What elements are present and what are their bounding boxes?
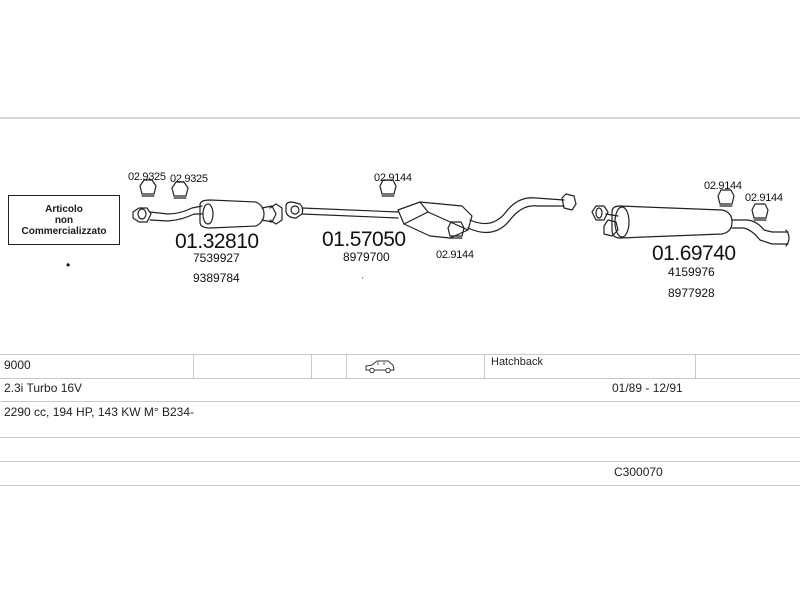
vehicle-engine: 2.3i Turbo 16V <box>4 381 83 395</box>
front-clamp-1-label: 02.9325 <box>128 171 166 183</box>
rear-silencer-code: 01.69740 <box>652 242 736 265</box>
car-icon <box>365 360 395 374</box>
front-pipe-ref-2: 9389784 <box>193 271 240 285</box>
table-col-divider <box>193 355 194 378</box>
vehicle-code: C300070 <box>614 465 663 479</box>
vehicle-period: 01/89 - 12/91 <box>612 381 683 395</box>
middle-silencer-drawing <box>285 179 577 239</box>
table-row-border <box>0 437 800 438</box>
table-row-border <box>0 461 800 462</box>
table-row-border <box>0 378 800 379</box>
rear-clamp-2-label: 02.9144 <box>745 192 783 204</box>
table-col-divider <box>484 355 485 378</box>
vehicle-specs: 2290 cc, 194 HP, 143 KW M° B234- <box>4 405 195 419</box>
rear-silencer-ref-2: 8977928 <box>668 286 715 300</box>
top-divider <box>0 117 800 119</box>
middle-silencer-code: 01.57050 <box>322 228 406 251</box>
middle-clamp-1-label: 02.9144 <box>374 172 412 184</box>
notice-line-1: Articolo <box>45 203 83 215</box>
exhaust-system-diagram: ' <box>132 179 790 285</box>
vehicle-body: Hatchback <box>491 356 543 368</box>
rear-clamp-1-label: 02.9144 <box>704 180 742 192</box>
notice-line-3: Commercializzato <box>21 225 107 237</box>
rear-silencer-drawing <box>591 189 790 247</box>
table-col-divider <box>695 355 696 378</box>
notice-line-2: non <box>54 214 74 226</box>
table-col-divider <box>346 355 347 378</box>
table-row-border <box>0 401 800 402</box>
not-commercialized-notice: Articolo non Commercializzato <box>8 195 120 245</box>
svg-text:': ' <box>362 276 364 285</box>
front-pipe-ref-1: 7539927 <box>193 251 240 265</box>
rear-silencer-ref-1: 4159976 <box>668 265 715 279</box>
front-clamp-2-label: 02.9325 <box>170 173 208 185</box>
table-top-border <box>0 354 800 355</box>
front-pipe-drawing <box>132 179 283 229</box>
table-col-divider <box>311 355 312 378</box>
middle-clamp-2-label: 02.9144 <box>436 249 474 261</box>
front-pipe-code: 01.32810 <box>175 230 259 253</box>
dot-mark: • <box>66 258 71 272</box>
table-bottom-border <box>0 485 800 486</box>
middle-silencer-ref-1: 8979700 <box>343 250 390 264</box>
vehicle-model: 9000 <box>4 358 31 372</box>
